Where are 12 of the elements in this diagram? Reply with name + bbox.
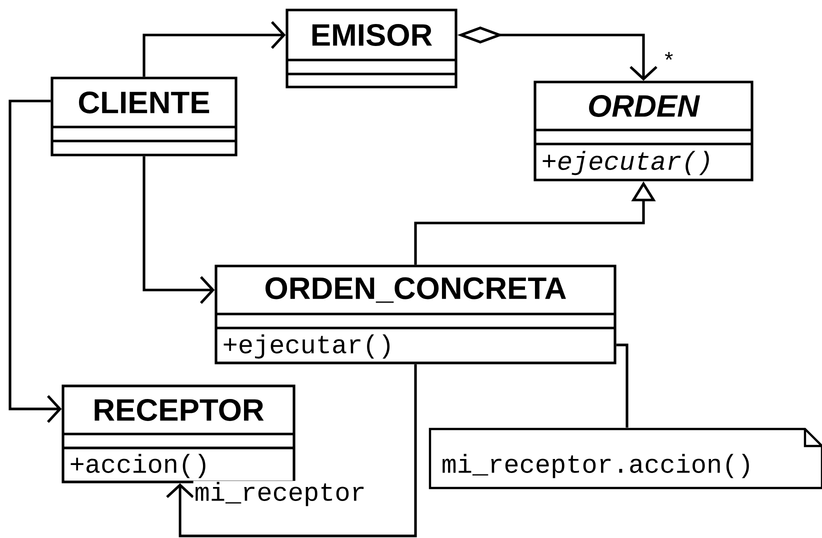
arrow (166, 364, 417, 538)
edge-label: * (661, 51, 676, 69)
class-box: ORDEN +ejecutar() (534, 80, 754, 182)
edge-label: mi_receptor (193, 480, 367, 508)
class-box: ORDEN_CONCRETA +ejecutar() (214, 264, 616, 364)
connector (616, 344, 628, 428)
arrow (8, 100, 62, 423)
arrow (142, 156, 215, 304)
class-box: EMISOR (286, 8, 458, 88)
note-box: mi_receptor.accion() (428, 428, 822, 490)
arrow (142, 21, 286, 77)
class-box: CLIENTE (50, 76, 238, 156)
